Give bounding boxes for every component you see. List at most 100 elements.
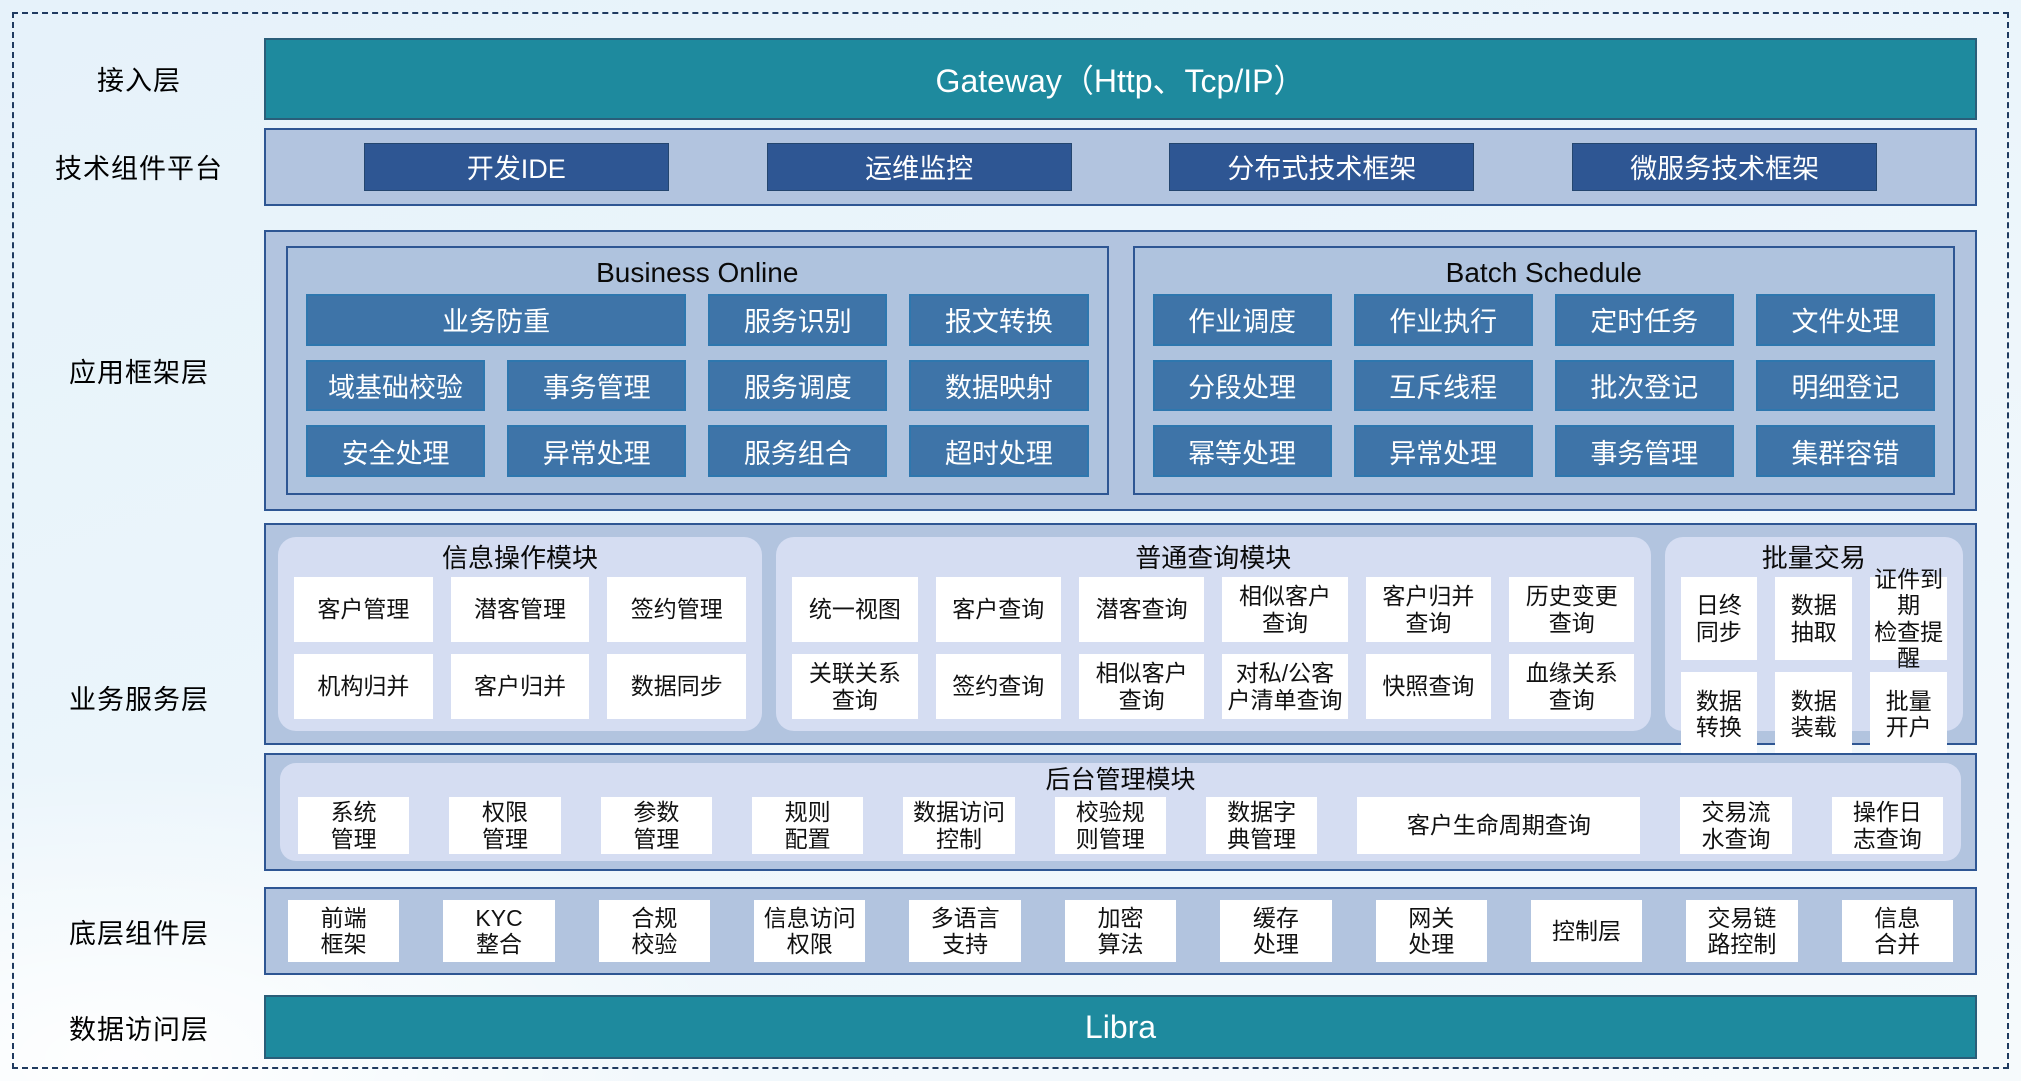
- tech-component-box: 开发IDE: [363, 142, 669, 191]
- framework-item-box: 事务管理: [507, 359, 687, 412]
- base-item-box: KYC 整合: [443, 900, 555, 963]
- admin-item-box: 数据访问 控制: [903, 797, 1015, 854]
- gateway-bar: Gateway（Http、Tcp/IP）: [264, 38, 1977, 120]
- module-card: 批量交易日终 同步数据 抽取证件到期 检查提醒数据 转换数据 装载批量 开户: [1664, 537, 1964, 756]
- tech-component-box: 微服务技术框架: [1572, 142, 1878, 191]
- business-online-grid: 业务防重服务识别报文转换域基础校验事务管理服务调度数据映射安全处理异常处理服务组…: [306, 293, 1089, 478]
- framework-item-box: 作业执行: [1353, 293, 1533, 346]
- admin-item-box: 交易流 水查询: [1680, 797, 1792, 854]
- module-item-box: 数据 抽取: [1775, 577, 1853, 661]
- framework-item-box: 报文转换: [909, 293, 1089, 346]
- layer-label-app-framework: 应用框架层: [69, 357, 209, 388]
- batch-schedule-title: Batch Schedule: [1445, 256, 1642, 288]
- module-item-box: 客户查询: [935, 577, 1061, 643]
- module-item-box: 关联关系 查询: [792, 654, 918, 720]
- layer-label-access: 接入层: [97, 66, 181, 97]
- framework-item-box: 异常处理: [1353, 425, 1533, 478]
- admin-module-title: 后台管理模块: [1045, 766, 1196, 795]
- admin-item-box: 权限 管理: [449, 797, 561, 854]
- admin-item-box: 校验规 则管理: [1054, 797, 1166, 854]
- admin-item-box: 系统 管理: [298, 797, 410, 854]
- module-item-box: 客户归并: [450, 654, 590, 720]
- module-item-box: 签约管理: [607, 577, 747, 643]
- framework-item-box: 批次登记: [1554, 359, 1734, 412]
- module-item-box: 相似客户 查询: [1222, 577, 1348, 643]
- base-item-box: 信息访问 权限: [754, 900, 866, 963]
- module-item-box: 血缘关系 查询: [1509, 654, 1635, 720]
- module-item-box: 统一视图: [792, 577, 918, 643]
- framework-item-box: 幂等处理: [1152, 425, 1332, 478]
- module-rows: 日终 同步数据 抽取证件到期 检查提醒数据 转换数据 装载批量 开户: [1680, 566, 1948, 756]
- layer-label-data-access: 数据访问层: [69, 1014, 209, 1045]
- business-service-row: 业务服务层 信息操作模块客户管理潜客管理签约管理机构归并客户归并数据同步 普通查询…: [14, 523, 2007, 872]
- framework-item-box: 服务识别: [708, 293, 888, 346]
- framework-item-box: 文件处理: [1755, 293, 1935, 346]
- layer-label-base: 底层组件层: [69, 918, 209, 949]
- module-item-box: 客户归并 查询: [1365, 577, 1492, 643]
- module-card: 信息操作模块客户管理潜客管理签约管理机构归并客户归并数据同步: [278, 537, 763, 732]
- framework-item-box: 明细登记: [1755, 359, 1935, 412]
- module-item-box: 相似客户 查询: [1078, 654, 1205, 720]
- base-item-box: 多语言 支持: [909, 900, 1021, 963]
- module-item-box: 日终 同步: [1680, 577, 1758, 661]
- module-item-box: 潜客查询: [1078, 577, 1205, 643]
- framework-item-box: 安全处理: [306, 425, 486, 478]
- module-rows: 客户管理潜客管理签约管理机构归并客户归并数据同步: [294, 577, 747, 720]
- module-item-box: 批量 开户: [1870, 672, 1948, 756]
- business-online-group: Business Online 业务防重服务识别报文转换域基础校验事务管理服务调…: [286, 245, 1109, 496]
- module-row: 日终 同步数据 抽取证件到期 检查提醒: [1680, 566, 1948, 671]
- module-row: 数据 转换数据 装载批量 开户: [1680, 672, 1948, 756]
- layer-label-business: 业务服务层: [69, 684, 209, 715]
- libra-bar: Libra: [264, 995, 1977, 1059]
- module-card: 普通查询模块统一视图客户查询潜客查询相似客户 查询客户归并 查询历史变更 查询关…: [776, 537, 1651, 732]
- framework-item-box: 分段处理: [1152, 359, 1332, 412]
- module-item-box: 对私/公客 户清单查询: [1222, 654, 1348, 720]
- admin-item-box: 客户生命周期查询: [1357, 797, 1641, 854]
- admin-item-box: 操作日 志查询: [1831, 797, 1943, 854]
- layer-label-tech: 技术组件平台: [55, 154, 223, 185]
- admin-item-box: 数据字 典管理: [1205, 797, 1318, 854]
- framework-item-box: 业务防重: [306, 293, 687, 346]
- framework-item-box: 作业调度: [1152, 293, 1332, 346]
- module-item-box: 历史变更 查询: [1509, 577, 1635, 643]
- business-service-stack: 信息操作模块客户管理潜客管理签约管理机构归并客户归并数据同步 普通查询模块统一视图…: [264, 523, 1977, 872]
- module-item-box: 数据 转换: [1680, 672, 1758, 756]
- base-item-box: 交易链 路控制: [1686, 900, 1798, 963]
- base-item-box: 加密 算法: [1064, 900, 1177, 963]
- module-item-box: 证件到期 检查提醒: [1870, 566, 1948, 671]
- module-row: 关联关系 查询签约查询相似客户 查询对私/公客 户清单查询快照查询血缘关系 查询: [792, 654, 1635, 720]
- module-row: 客户管理潜客管理签约管理: [294, 577, 747, 643]
- module-row: 机构归并客户归并数据同步: [294, 654, 747, 720]
- framework-item-box: 数据映射: [909, 359, 1089, 412]
- base-item-box: 合规 校验: [598, 900, 711, 963]
- module-item-box: 潜客管理: [450, 577, 590, 643]
- module-item-box: 签约查询: [935, 654, 1061, 720]
- module-item-box: 数据同步: [607, 654, 747, 720]
- module-item-box: 机构归并: [294, 654, 433, 720]
- base-item-box: 信息 合并: [1841, 900, 1953, 963]
- admin-module-panel: 后台管理模块 系统 管理权限 管理参数 管理规则 配置数据访问 控制校验规 则管…: [264, 753, 1977, 872]
- admin-items-row: 系统 管理权限 管理参数 管理规则 配置数据访问 控制校验规 则管理数据字 典管…: [298, 797, 1943, 854]
- framework-item-box: 互斥线程: [1353, 359, 1533, 412]
- module-title: 普通查询模块: [1135, 543, 1292, 574]
- module-title: 信息操作模块: [442, 543, 599, 574]
- framework-item-box: 定时任务: [1554, 293, 1734, 346]
- module-title: 批量交易: [1761, 543, 1866, 574]
- app-framework-row: 应用框架层 Business Online 业务防重服务识别报文转换域基础校验事…: [14, 229, 2007, 512]
- base-components-row: 底层组件层 前端 框架 KYC 整合合规 校验信息访问 权限多语言 支持加密 算法…: [14, 887, 2007, 976]
- business-modules-panel: 信息操作模块客户管理潜客管理签约管理机构归并客户归并数据同步 普通查询模块统一视图…: [264, 523, 1977, 756]
- framework-item-box: 域基础校验: [306, 359, 486, 412]
- base-item-box: 缓存 处理: [1220, 900, 1332, 963]
- base-item-box: 前端 框架: [288, 900, 400, 963]
- framework-item-box: 事务管理: [1554, 425, 1734, 478]
- batch-schedule-grid: 作业调度作业执行定时任务文件处理分段处理互斥线程批次登记明细登记幂等处理异常处理…: [1152, 293, 1935, 478]
- admin-module-card: 后台管理模块 系统 管理权限 管理参数 管理规则 配置数据访问 控制校验规 则管…: [280, 763, 1961, 862]
- admin-item-box: 规则 配置: [751, 797, 864, 854]
- framework-item-box: 服务调度: [708, 359, 888, 412]
- framework-item-box: 异常处理: [507, 425, 687, 478]
- base-item-box: 控制层: [1530, 900, 1643, 963]
